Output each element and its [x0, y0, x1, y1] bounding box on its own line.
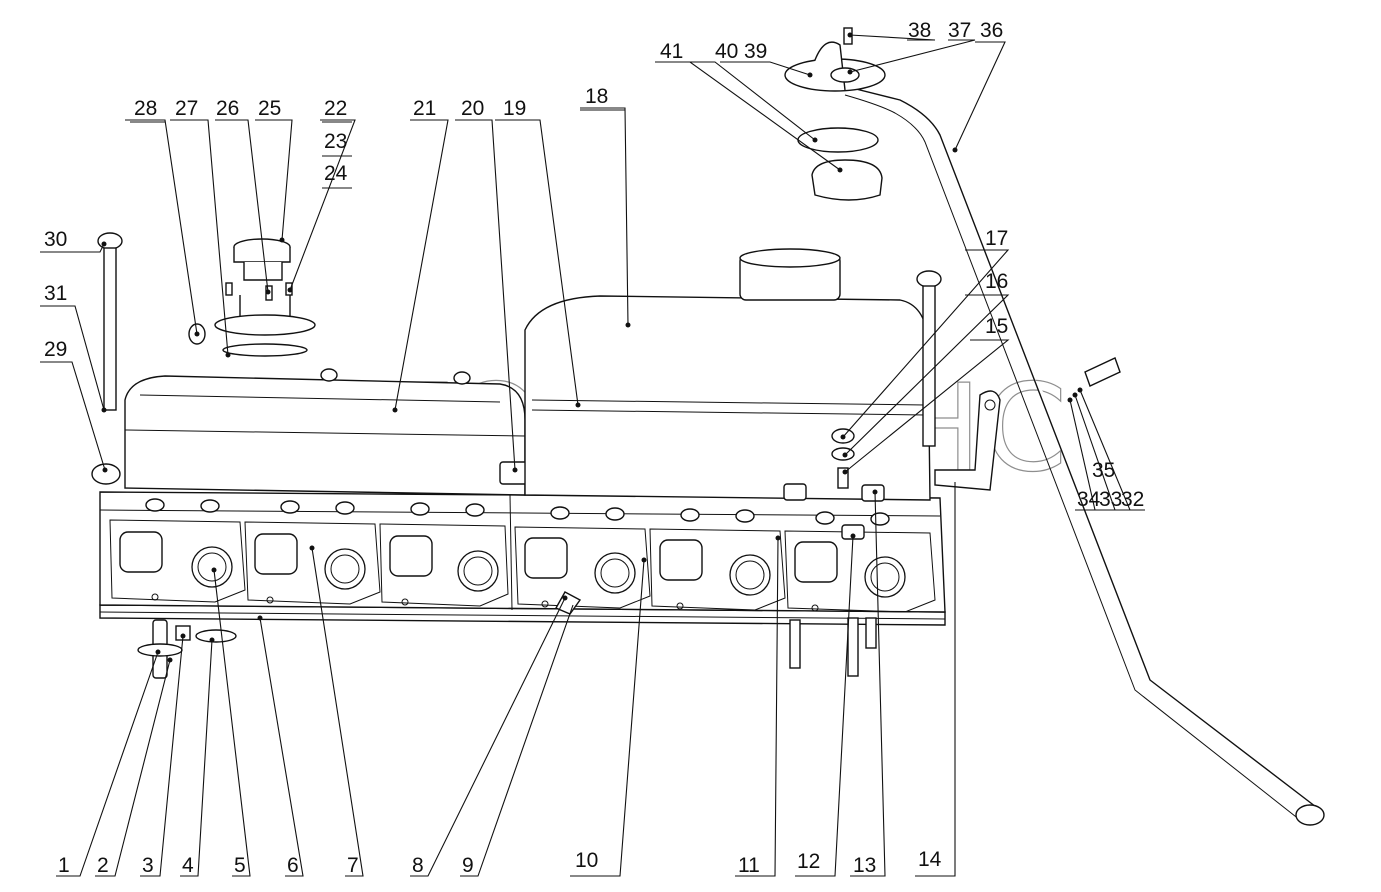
callout-34: 34	[1077, 488, 1101, 511]
callout-41: 41	[660, 40, 683, 63]
breather-pipe	[839, 84, 1325, 826]
callout-15: 15	[985, 315, 1008, 338]
callout-26: 26	[216, 97, 239, 120]
callout-24: 24	[324, 162, 348, 185]
callout-29: 29	[44, 338, 67, 361]
callout-12: 12	[797, 850, 820, 873]
breather-cap-parts	[784, 27, 886, 201]
callout-9: 9	[462, 854, 474, 877]
callout-27: 27	[175, 97, 198, 120]
callout-18: 18	[585, 85, 608, 108]
callout-dots	[101, 32, 1083, 663]
callout-35: 35	[1092, 459, 1115, 482]
callout-4: 4	[182, 854, 194, 877]
callout-7: 7	[347, 854, 359, 877]
callout-32: 32	[1121, 488, 1144, 511]
callout-36: 36	[980, 19, 1003, 42]
callout-37: 37	[948, 19, 971, 42]
callout-11: 11	[738, 854, 760, 877]
callout-2: 2	[97, 854, 109, 877]
cylinder-head	[99, 491, 946, 613]
callout-21: 21	[413, 97, 436, 120]
callout-1: 1	[58, 854, 70, 877]
long-bolts	[97, 232, 942, 447]
label-underlines	[130, 109, 625, 189]
callout-10: 10	[575, 849, 598, 872]
callout-30: 30	[44, 228, 67, 251]
callout-33: 33	[1099, 488, 1122, 511]
callout-8: 8	[412, 854, 424, 877]
lifting-bracket	[934, 390, 1001, 491]
callout-28: 28	[134, 97, 157, 120]
callout-38: 38	[908, 19, 931, 42]
callout-3: 3	[142, 854, 154, 877]
valve-cover-left	[91, 368, 529, 496]
callout-labels: 1 2 3 4 5 6 7 8 9 10 11 12 13 14 15 16 1…	[44, 19, 1144, 877]
oil-filler-assembly	[188, 238, 316, 357]
callout-40: 40	[715, 40, 738, 63]
callout-17: 17	[985, 227, 1008, 250]
callout-6: 6	[287, 854, 299, 877]
callout-20: 20	[461, 97, 484, 120]
valve-cover-right	[524, 248, 931, 501]
callout-16: 16	[985, 270, 1008, 293]
callout-22: 22	[324, 97, 347, 120]
callout-23: 23	[324, 130, 347, 153]
callout-39: 39	[744, 40, 767, 63]
leader-lines	[40, 34, 1145, 877]
callout-19: 19	[503, 97, 526, 120]
bottom-studs	[137, 617, 877, 679]
callout-5: 5	[234, 854, 246, 877]
callout-31: 31	[44, 282, 67, 305]
callout-13: 13	[853, 854, 876, 877]
callout-25: 25	[258, 97, 281, 120]
callout-14: 14	[918, 848, 942, 871]
